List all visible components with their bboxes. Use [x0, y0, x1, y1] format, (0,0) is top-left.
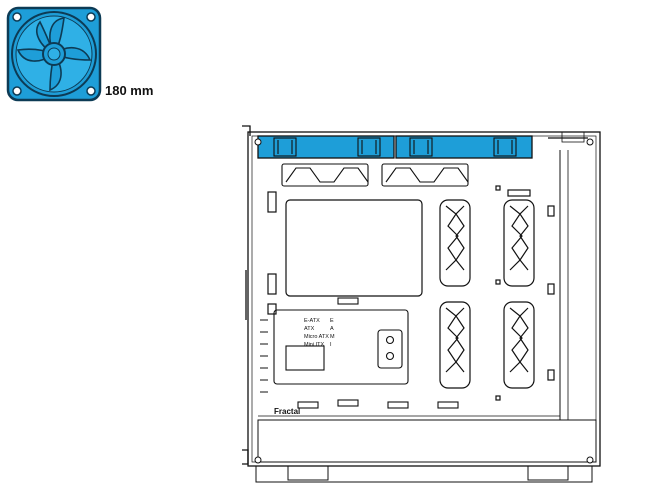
case-side-view: E-ATX E ATX A Micro ATX M Mini ITX I Fra… — [238, 120, 610, 495]
brand-logo: Fractal — [274, 407, 300, 416]
fan-illustration — [6, 6, 102, 102]
motherboard-markings: E-ATX E ATX A Micro ATX M Mini ITX I — [304, 318, 335, 348]
case-drawing: E-ATX E ATX A Micro ATX M Mini ITX I Fra… — [242, 125, 601, 483]
rear-plate — [273, 309, 409, 385]
marking-eatx: E-ATX — [304, 318, 320, 324]
marking-itx: Mini ITX — [304, 342, 325, 348]
marking-atx: ATX — [304, 326, 315, 332]
fan-size-label: 180 mm — [105, 83, 154, 98]
marking-itx-code: I — [330, 342, 332, 348]
marking-matx: Micro ATX — [304, 334, 329, 340]
marking-atx-code: A — [330, 326, 334, 332]
cpu-cutout — [285, 199, 423, 297]
marking-eatx-code: E — [330, 318, 334, 324]
psu-shroud — [257, 419, 597, 463]
fan-icon — [6, 6, 102, 102]
marking-matx-code: M — [330, 334, 335, 340]
front-fan-cutouts — [439, 185, 555, 401]
top-fan-highlight — [257, 135, 533, 159]
